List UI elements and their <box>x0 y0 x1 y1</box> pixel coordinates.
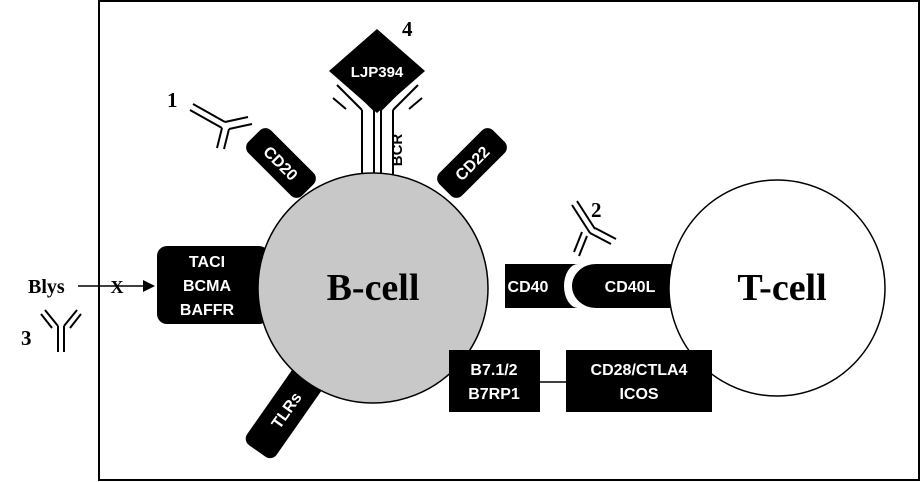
baffr-label: BAFFR <box>180 302 235 319</box>
t-cell-label: T-cell <box>737 267 826 309</box>
taci-label: TACI <box>189 254 225 271</box>
blys-label: Blys <box>28 276 65 298</box>
diagram-frame <box>98 0 920 481</box>
cd40l-receptor: CD40L <box>572 264 683 308</box>
b7-line1-label: B7.1/2 <box>470 362 517 379</box>
b-cell <box>257 172 489 404</box>
block-mark: X <box>111 277 124 297</box>
ljp394-label: LJP394 <box>351 64 404 81</box>
marker-1: 1 <box>167 88 178 112</box>
cd40-label: CD40 <box>508 279 549 296</box>
cd22-receptor: CD22 <box>437 128 507 198</box>
antibody-2-icon <box>571 200 617 257</box>
marker-3: 3 <box>21 326 32 350</box>
antibody-3-icon <box>40 309 82 352</box>
ljp394-drug: LJP394 <box>329 29 425 113</box>
marker-4: 4 <box>402 17 413 41</box>
cd20-receptor: CD20 <box>246 128 316 198</box>
tlrs-receptor: TLRs <box>245 361 327 459</box>
bcr-label: BCR <box>389 134 406 167</box>
cd40-receptor: CD40 <box>505 264 578 308</box>
b-cell-label: B-cell <box>327 267 420 309</box>
t-cell <box>668 179 886 397</box>
taci-bcma-baffr-receptor: TACI BCMA BAFFR <box>157 246 269 324</box>
b7-receptor: B7.1/2 B7RP1 <box>449 350 540 412</box>
cd40l-label: CD40L <box>605 279 656 296</box>
cd28-receptor: CD28/CTLA4 ICOS <box>566 350 712 412</box>
blys-arrowhead <box>143 280 155 292</box>
bcma-label: BCMA <box>183 278 231 295</box>
cd28-line1-label: CD28/CTLA4 <box>591 362 688 379</box>
antibody-1-icon <box>189 103 253 150</box>
marker-2: 2 <box>591 198 602 222</box>
b7-line2-label: B7RP1 <box>468 386 520 403</box>
cd28-line2-label: ICOS <box>619 386 658 403</box>
